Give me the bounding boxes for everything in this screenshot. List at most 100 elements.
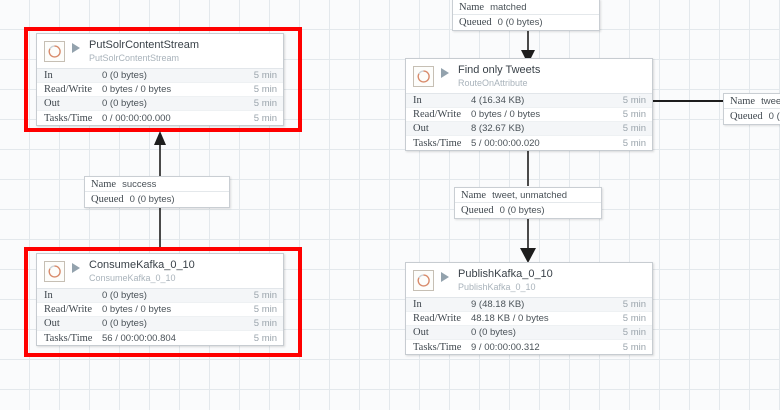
- stat-value-tasks-time: 56 / 00:00:00.804: [102, 332, 176, 344]
- stat-period-read-write: 5 min: [253, 304, 277, 315]
- stat-period-in: 5 min: [622, 95, 646, 106]
- run-status-icon: [72, 263, 80, 273]
- stat-row-read-write: Read/Write 48.18 KB / 0 bytes 5 min: [406, 312, 652, 326]
- stat-period-in: 5 min: [253, 70, 277, 81]
- stat-row-in: In 0 (0 bytes) 5 min: [37, 289, 283, 303]
- connection-label-success[interactable]: Name success Queued 0 (0 bytes): [84, 176, 230, 208]
- stat-label-in: In: [413, 299, 422, 310]
- connection-name-row: Name success: [85, 177, 229, 192]
- processor-consume-kafka-0-10[interactable]: ConsumeKafka_0_10 ConsumeKafka_0_10 In 0…: [36, 253, 284, 346]
- connection-label-tweet-clipped[interactable]: Name tweet Queued 0 (0: [723, 93, 780, 125]
- run-status-icon: [72, 43, 80, 53]
- connection-queued-key: Queued: [461, 205, 494, 216]
- processor-put-solr-content-stream[interactable]: PutSolrContentStream PutSolrContentStrea…: [36, 33, 284, 126]
- connection-queued-key: Queued: [459, 17, 492, 28]
- stat-value-in: 0 (0 bytes): [102, 290, 147, 301]
- processor-name: PutSolrContentStream: [89, 40, 200, 51]
- stat-label-in: In: [413, 95, 422, 106]
- stat-label-tasks-time: Tasks/Time: [413, 341, 462, 353]
- connection-name-row: Name tweet: [724, 94, 780, 109]
- stat-value-out: 0 (0 bytes): [471, 327, 516, 338]
- run-status-icon: [441, 272, 449, 282]
- stat-value-out: 8 (32.67 KB): [471, 123, 525, 134]
- processor-stats: In 9 (48.18 KB) 5 min Read/Write 48.18 K…: [406, 297, 652, 354]
- connection-queued-key: Queued: [91, 194, 124, 205]
- connection-queued-row: Queued 0 (0 bytes): [85, 192, 229, 207]
- processor-stats: In 0 (0 bytes) 5 min Read/Write 0 bytes …: [37, 68, 283, 125]
- stat-label-read-write: Read/Write: [413, 109, 461, 120]
- processor-find-only-tweets[interactable]: Find only Tweets RouteOnAttribute In 4 (…: [405, 58, 653, 151]
- processor-header: Find only Tweets RouteOnAttribute: [406, 59, 652, 93]
- stat-period-tasks-time: 5 min: [622, 137, 646, 149]
- stat-label-out: Out: [413, 327, 429, 338]
- processor-stats: In 0 (0 bytes) 5 min Read/Write 0 bytes …: [37, 288, 283, 345]
- connection-name-key: Name: [730, 95, 756, 107]
- connection-queued-key: Queued: [730, 111, 763, 122]
- stat-row-in: In 0 (0 bytes) 5 min: [37, 69, 283, 83]
- stat-period-tasks-time: 5 min: [253, 112, 277, 124]
- connection-name-value: tweet: [761, 95, 780, 107]
- stat-value-tasks-time: 5 / 00:00:00.020: [471, 137, 540, 149]
- stat-value-read-write: 0 bytes / 0 bytes: [471, 109, 541, 120]
- stat-row-read-write: Read/Write 0 bytes / 0 bytes 5 min: [406, 108, 652, 122]
- processor-header: PutSolrContentStream PutSolrContentStrea…: [37, 34, 283, 68]
- stat-label-tasks-time: Tasks/Time: [413, 137, 462, 149]
- stat-row-in: In 4 (16.34 KB) 5 min: [406, 94, 652, 108]
- stat-value-tasks-time: 0 / 00:00:00.000: [102, 112, 171, 124]
- processor-type: ConsumeKafka_0_10: [89, 272, 176, 283]
- processor-icon: [413, 66, 434, 87]
- stat-period-out: 5 min: [622, 123, 646, 134]
- stat-value-in: 4 (16.34 KB): [471, 95, 525, 106]
- connection-queued-value: 0 (0: [768, 111, 780, 122]
- stat-value-in: 9 (48.18 KB): [471, 299, 525, 310]
- connection-name-row: Name matched: [453, 0, 599, 15]
- connection-queued-value: 0 (0 bytes): [129, 194, 175, 205]
- processor-type: RouteOnAttribute: [458, 77, 528, 88]
- stat-row-tasks-time: Tasks/Time 9 / 00:00:00.312 5 min: [406, 340, 652, 354]
- connection-label-matched[interactable]: Name matched Queued 0 (0 bytes): [452, 0, 600, 31]
- connection-queued-value: 0 (0 bytes): [497, 17, 543, 28]
- connection-queued-value: 0 (0 bytes): [499, 205, 545, 216]
- stat-label-out: Out: [44, 318, 60, 329]
- connection-queued-row: Queued 0 (0 bytes): [455, 203, 601, 218]
- stat-period-out: 5 min: [622, 327, 646, 338]
- stat-label-read-write: Read/Write: [413, 313, 461, 324]
- stat-value-in: 0 (0 bytes): [102, 70, 147, 81]
- stat-label-read-write: Read/Write: [44, 304, 92, 315]
- stat-value-out: 0 (0 bytes): [102, 98, 147, 109]
- stat-row-tasks-time: Tasks/Time 0 / 00:00:00.000 5 min: [37, 111, 283, 125]
- connection-name-key: Name: [91, 178, 117, 190]
- stat-label-tasks-time: Tasks/Time: [44, 112, 93, 124]
- processor-header: ConsumeKafka_0_10 ConsumeKafka_0_10: [37, 254, 283, 288]
- connection-label-tweet-unmatched[interactable]: Name tweet, unmatched Queued 0 (0 bytes): [454, 187, 602, 219]
- connection-name-value: success: [122, 178, 157, 190]
- stat-row-tasks-time: Tasks/Time 5 / 00:00:00.020 5 min: [406, 136, 652, 150]
- stat-label-read-write: Read/Write: [44, 84, 92, 95]
- processor-publish-kafka-0-10[interactable]: PublishKafka_0_10 PublishKafka_0_10 In 9…: [405, 262, 653, 355]
- processor-header: PublishKafka_0_10 PublishKafka_0_10: [406, 263, 652, 297]
- stat-label-out: Out: [413, 123, 429, 134]
- connection-name-key: Name: [459, 1, 485, 13]
- stat-value-out: 0 (0 bytes): [102, 318, 147, 329]
- processor-stats: In 4 (16.34 KB) 5 min Read/Write 0 bytes…: [406, 93, 652, 150]
- stat-label-in: In: [44, 70, 53, 81]
- stat-row-out: Out 0 (0 bytes) 5 min: [37, 317, 283, 331]
- stat-period-tasks-time: 5 min: [622, 341, 646, 353]
- stat-label-in: In: [44, 290, 53, 301]
- stat-label-out: Out: [44, 98, 60, 109]
- stat-label-tasks-time: Tasks/Time: [44, 332, 93, 344]
- processor-icon: [44, 261, 65, 282]
- connection-queued-row: Queued 0 (0 bytes): [453, 15, 599, 30]
- connection-name-key: Name: [461, 189, 487, 201]
- stat-value-tasks-time: 9 / 00:00:00.312: [471, 341, 540, 353]
- connection-name-value: tweet, unmatched: [492, 189, 568, 201]
- stat-value-read-write: 48.18 KB / 0 bytes: [471, 313, 549, 324]
- stat-row-out: Out 8 (32.67 KB) 5 min: [406, 122, 652, 136]
- stat-period-tasks-time: 5 min: [253, 332, 277, 344]
- stat-value-read-write: 0 bytes / 0 bytes: [102, 84, 172, 95]
- stat-row-out: Out 0 (0 bytes) 5 min: [37, 97, 283, 111]
- run-status-icon: [441, 68, 449, 78]
- stat-period-in: 5 min: [622, 299, 646, 310]
- stat-period-out: 5 min: [253, 98, 277, 109]
